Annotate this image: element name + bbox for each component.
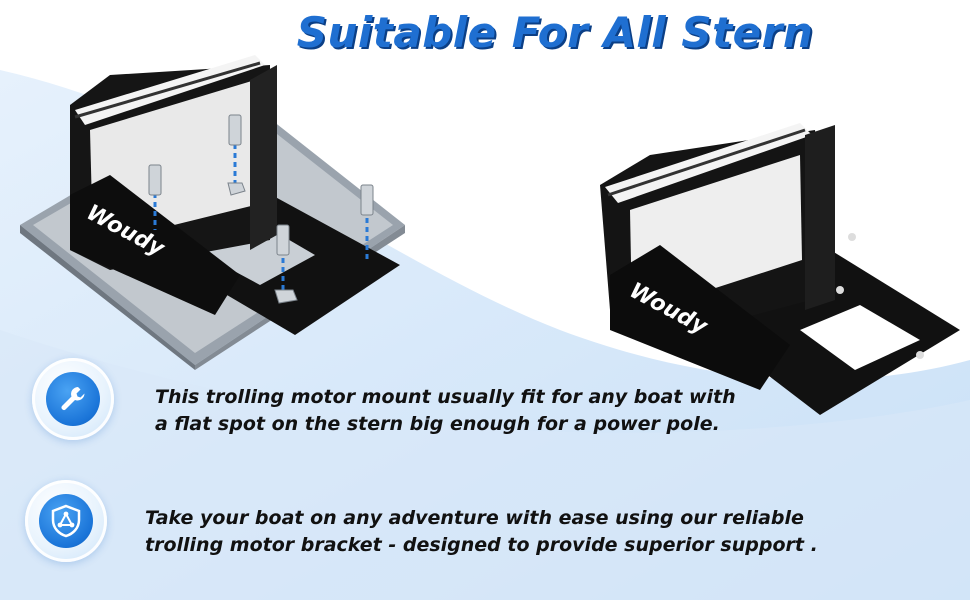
feature-text-2: Take your boat on any adventure with eas… <box>145 507 818 556</box>
shield-badge <box>25 480 107 562</box>
bracket-on-plate-image: Woudy <box>20 55 405 370</box>
shield-icon <box>39 494 93 548</box>
bracket-image: Woudy <box>600 123 960 415</box>
wrench-icon <box>46 372 100 426</box>
feature-text-1: This trolling motor mount usually fit fo… <box>155 386 736 435</box>
headline: Suitable For All Stern <box>296 8 814 57</box>
wrench-badge <box>32 358 114 440</box>
